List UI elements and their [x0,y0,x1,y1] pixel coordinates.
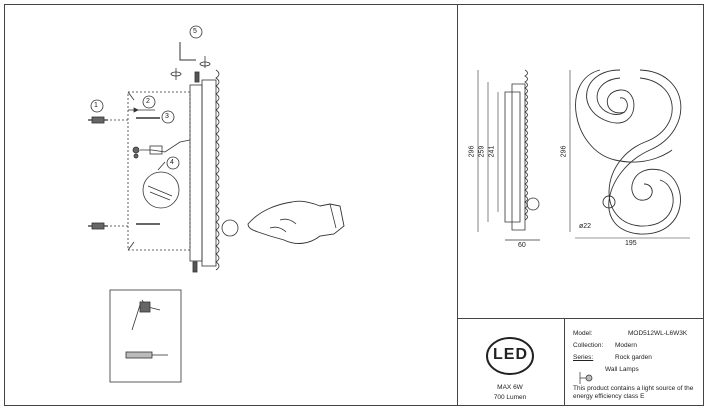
led-logo: LED [493,346,528,363]
dim-height-241: 241 [488,145,496,158]
dim-front-width: 195 [625,240,637,247]
divider-info [564,318,565,406]
dim-front-height: 296 [560,145,568,158]
led-max-power: MAX 6W [497,384,523,391]
led-logo-shape [486,337,534,375]
led-lumen: 700 Lumen [493,394,527,401]
step-1-marker [90,99,104,113]
step-5-marker [189,25,203,39]
spec-type: Wall Lamps [605,366,639,373]
spec-collection-label: Collection: [573,342,604,349]
dim-depth: 60 [518,242,526,249]
step-1-label: 1 [94,102,98,109]
step-2-label: 2 [146,98,150,105]
spec-series-value: Rock garden [615,354,652,361]
spec-energy-line2: energy efficiency class E [573,393,645,400]
spec-energy-line1: This product contains a light source of … [573,385,694,392]
spec-series-label: Series: [573,354,594,361]
step-3-label: 3 [165,113,169,120]
spec-model-label: Model: [573,330,593,337]
spec-series-row: Series: Rock garden [573,354,652,361]
step-3-marker [161,110,175,124]
drawing-frame [4,4,704,406]
dim-height-296: 296 [468,145,476,158]
divider-vertical [457,4,458,406]
step-4-label: 4 [170,159,174,166]
spec-collection-row: Collection: Modern [573,342,637,349]
dim-height-259: 259 [478,145,486,158]
spec-model-row: Model: MOD512WL-L6W3K [573,330,687,337]
step-5-label: 5 [193,28,197,35]
spec-model-value: MOD512WL-L6W3K [628,330,688,337]
dim-diameter: ø22 [579,223,592,230]
divider-horizontal [457,318,704,319]
step-2-marker [142,95,156,109]
spec-collection-value: Modern [615,342,638,349]
step-4-marker [166,156,180,170]
